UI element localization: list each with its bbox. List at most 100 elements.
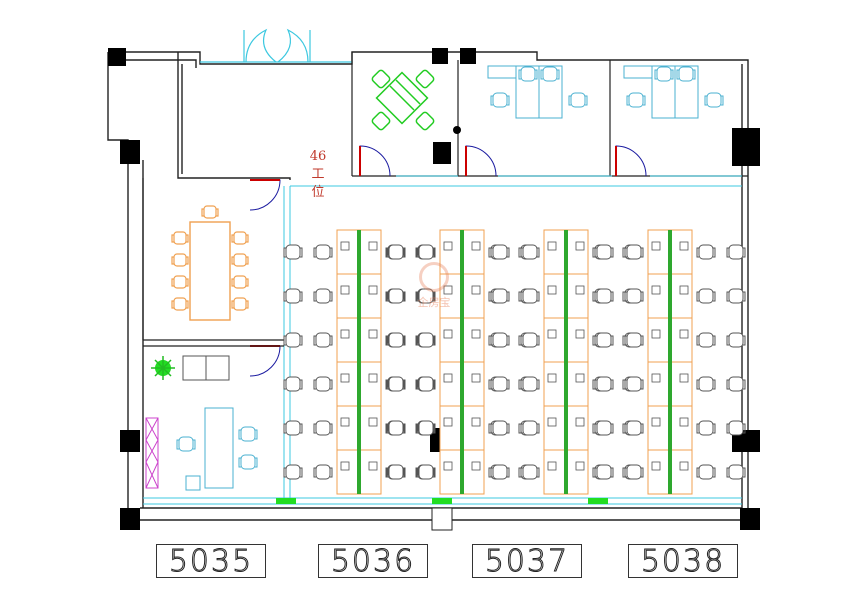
desk (565, 449, 589, 495)
office-chair (594, 376, 614, 392)
desk (358, 449, 382, 495)
unit-number-5035: 5035 (156, 543, 266, 579)
desk-phone (679, 373, 689, 383)
desk-phone (651, 461, 661, 471)
desk (647, 273, 671, 319)
office-chair (696, 244, 716, 260)
office-chair (416, 420, 436, 436)
desk-phone (651, 329, 661, 339)
office-chair (520, 244, 540, 260)
office-chair (726, 288, 746, 304)
lounge-table-set (371, 69, 435, 131)
office-chair (696, 288, 716, 304)
desk (358, 273, 382, 319)
office-chair (490, 420, 510, 436)
office-chair (624, 288, 644, 304)
office-chair (283, 420, 303, 436)
office-chair (490, 244, 510, 260)
desk-phone (679, 241, 689, 251)
main-entrance-door (200, 28, 352, 63)
desk-phone (471, 285, 481, 295)
office-chair (283, 376, 303, 392)
office-chair (624, 332, 644, 348)
office-chair (726, 376, 746, 392)
desk-phone (443, 417, 453, 427)
office-chair (283, 244, 303, 260)
desk (565, 405, 589, 451)
workstation-count-label: 46 工 位 (309, 149, 327, 200)
office-chair (386, 464, 406, 480)
desk-phone (471, 373, 481, 383)
office-chair (313, 288, 333, 304)
desk (647, 361, 671, 407)
desk (669, 229, 693, 275)
desk-phone (368, 373, 378, 383)
desk (543, 273, 567, 319)
desk (543, 405, 567, 451)
office-chair (386, 376, 406, 392)
desk-phone (575, 373, 585, 383)
office-chair (624, 464, 644, 480)
desk-partition (564, 230, 568, 494)
desk-phone (575, 417, 585, 427)
desk-phone (547, 417, 557, 427)
desk-phone (471, 329, 481, 339)
office-chair (624, 376, 644, 392)
desk-phone (575, 285, 585, 295)
desk-phone (575, 329, 585, 339)
office-chair (490, 376, 510, 392)
desk-phone (340, 373, 350, 383)
desk (336, 229, 360, 275)
desk (565, 361, 589, 407)
desk (461, 273, 485, 319)
desk-phone (547, 373, 557, 383)
desk-phone (471, 461, 481, 471)
office-chair (696, 376, 716, 392)
desk-phone (368, 285, 378, 295)
office-chair (386, 288, 406, 304)
unit-number-5038: 5038 (628, 543, 738, 579)
desk (336, 405, 360, 451)
office-chair (490, 464, 510, 480)
desk (669, 317, 693, 363)
desk (358, 361, 382, 407)
manager-office-1 (487, 65, 588, 119)
office-chair (313, 244, 333, 260)
desk-phone (471, 417, 481, 427)
unit-number-5037: 5037 (472, 543, 582, 579)
desk (669, 361, 693, 407)
office-chair (594, 244, 614, 260)
office-chair (313, 332, 333, 348)
desk-phone (651, 373, 661, 383)
desk (336, 317, 360, 363)
desk (543, 361, 567, 407)
desk (543, 317, 567, 363)
office-chair (624, 244, 644, 260)
desk (565, 273, 589, 319)
desk-phone (471, 241, 481, 251)
office-chair (490, 288, 510, 304)
reception-office (145, 355, 258, 491)
desk-phone (575, 461, 585, 471)
watermark-logo-icon (419, 262, 449, 292)
office-chair (520, 376, 540, 392)
desk-phone (368, 329, 378, 339)
office-chair (283, 332, 303, 348)
desk-phone (443, 461, 453, 471)
office-chair (386, 420, 406, 436)
desk-phone (575, 241, 585, 251)
office-chair (416, 332, 436, 348)
office-chair (520, 420, 540, 436)
office-chair (386, 244, 406, 260)
desk (647, 317, 671, 363)
desk-phone (443, 285, 453, 295)
desk (543, 229, 567, 275)
desk (439, 317, 463, 363)
desk-phone (368, 241, 378, 251)
desk-phone (368, 461, 378, 471)
desk-phone (547, 461, 557, 471)
desk-phone (547, 329, 557, 339)
office-chair (594, 420, 614, 436)
desk-partition (460, 230, 464, 494)
